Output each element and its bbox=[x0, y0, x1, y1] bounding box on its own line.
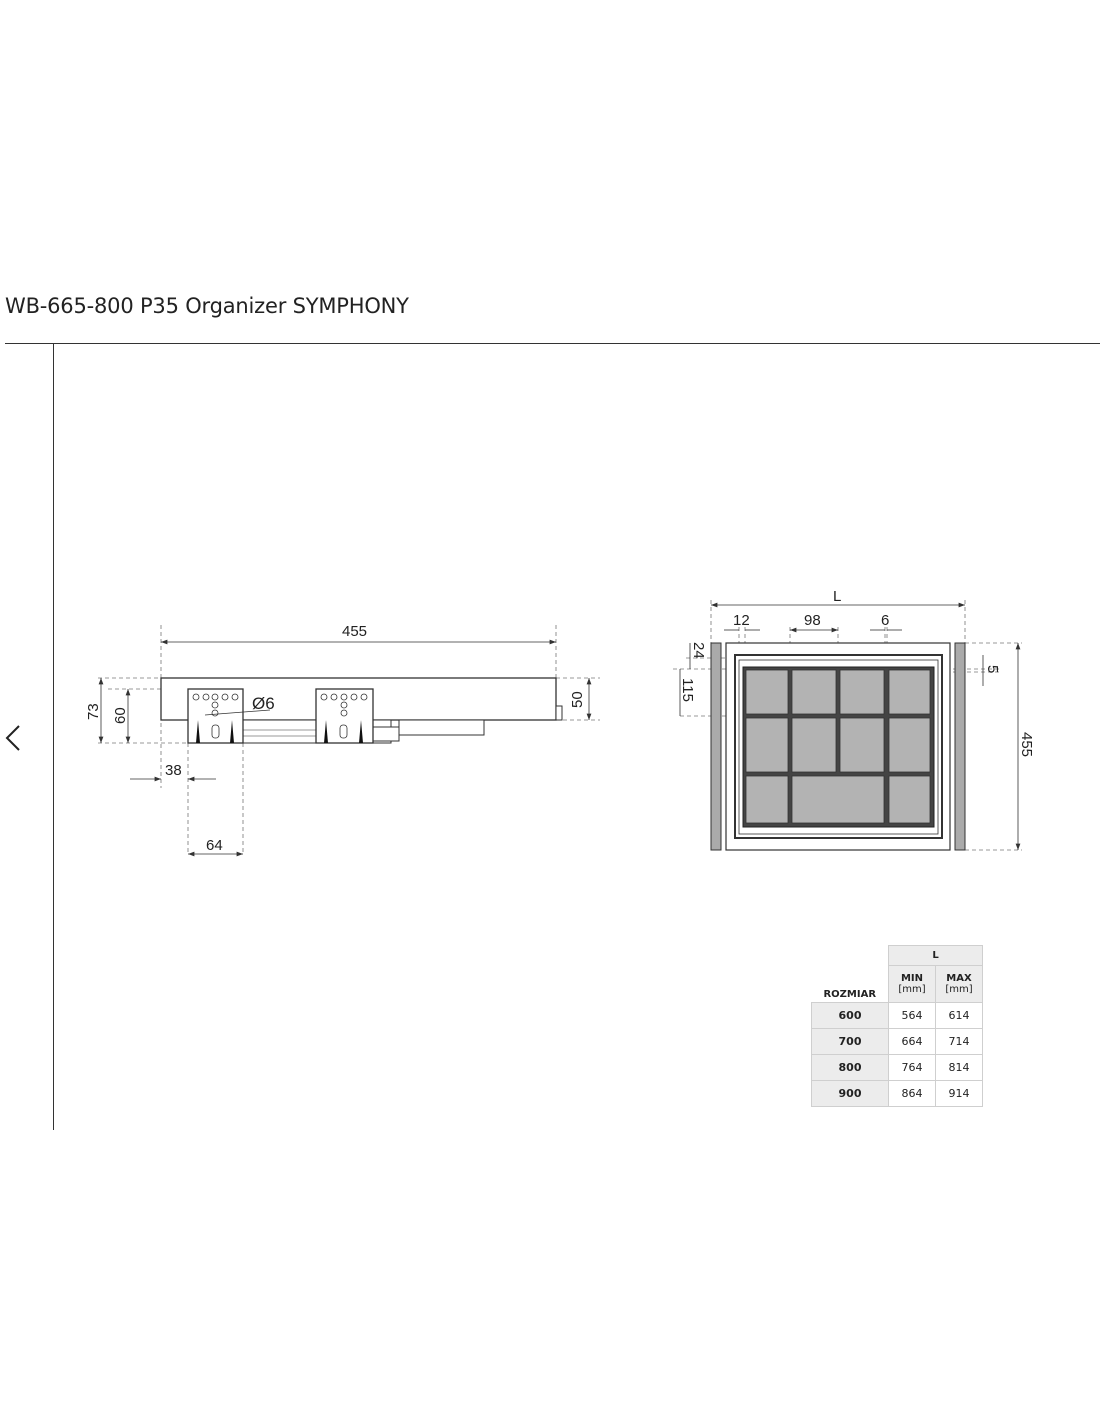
group-header: L bbox=[888, 945, 983, 966]
chevron-left-icon bbox=[5, 725, 20, 751]
frame-border bbox=[53, 343, 54, 1130]
top-view bbox=[673, 600, 1022, 851]
dim-height-body: 50 bbox=[569, 691, 586, 708]
page-title: WB-665-800 P35 Organizer SYMPHONY bbox=[5, 294, 409, 318]
dim-divider: 6 bbox=[881, 612, 889, 629]
previous-image-button[interactable] bbox=[2, 722, 28, 754]
dim-edge: 12 bbox=[733, 612, 750, 629]
max-header: MAX[mm] bbox=[935, 965, 983, 1003]
dim-length: 455 bbox=[342, 623, 367, 640]
organizer-cells bbox=[745, 669, 931, 824]
dim-wall: 5 bbox=[984, 665, 1001, 673]
side-view bbox=[98, 625, 600, 857]
dim-depth: 455 bbox=[1018, 732, 1035, 757]
divider bbox=[5, 343, 1100, 344]
dim-cell-depth: 115 bbox=[679, 678, 696, 702]
dim-cell-width: 98 bbox=[804, 612, 821, 629]
dim-top-offset: 24 bbox=[690, 642, 707, 659]
dim-width-l: L bbox=[833, 588, 841, 605]
dim-hole-diameter: Ø6 bbox=[252, 694, 275, 713]
size-header: ROZMIAR bbox=[811, 945, 889, 1003]
dim-height-total: 73 bbox=[85, 703, 102, 720]
dim-offset-front: 38 bbox=[165, 762, 182, 779]
min-header: MIN[mm] bbox=[888, 965, 936, 1003]
dim-height-bracket: 60 bbox=[112, 707, 129, 724]
dim-bracket-width: 64 bbox=[206, 837, 223, 854]
